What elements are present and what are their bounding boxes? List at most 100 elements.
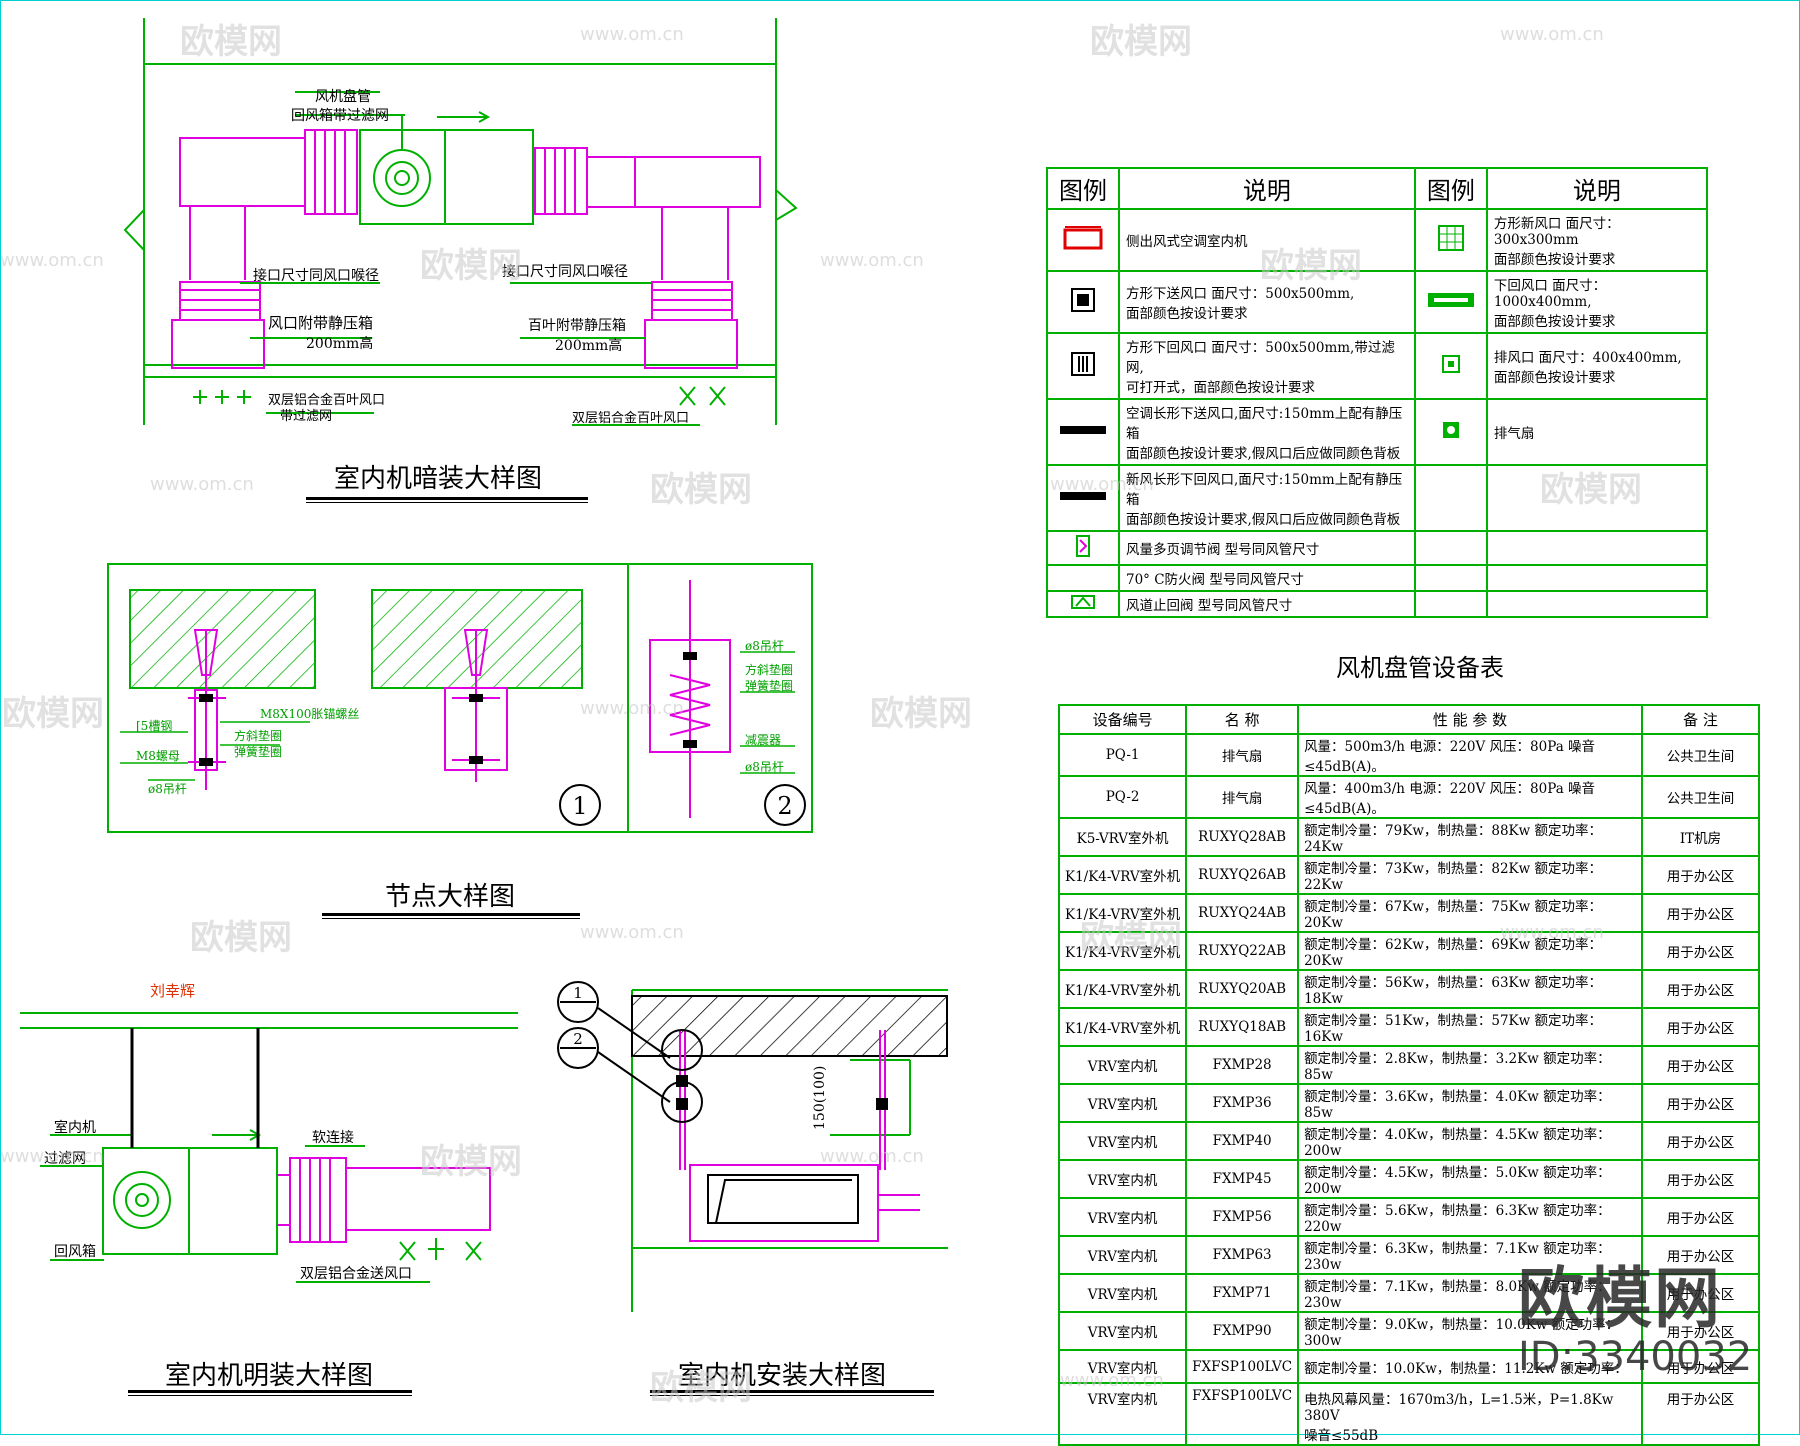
equipment-note: 用于办公区 — [1641, 1349, 1760, 1384]
equipment-params: 电热风幕风量：1670m3/h，L=1.5米，P=1.8Kw 380V 噪音≤5… — [1297, 1382, 1643, 1446]
install-ref-2: 2 — [573, 1030, 583, 1048]
label-fcu: 风机盘管 — [315, 88, 371, 105]
label-anchor: M8X100胀锚螺丝 — [260, 706, 359, 721]
node-number-2: 2 — [777, 792, 792, 820]
equipment-note: 用于办公区 — [1641, 1382, 1760, 1446]
exposed-install-drawing: 刘幸辉 室内机 过滤网 回风箱 软连接 双层铝合金送风口 — [20, 982, 518, 1283]
eq-header: 名 称 — [1185, 704, 1300, 735]
install-detail-drawing: 1 2 150(100) — [557, 981, 948, 1312]
legend-description: 排风口 面尺寸：400x400mm, 面部颜色按设计要求 — [1485, 332, 1709, 400]
legend-description: 新风长形下回风口,面尺寸:150mm上配有静压箱 面部颜色按设计要求,假风口后应… — [1118, 464, 1416, 532]
equipment-id: K5-VRV室外机 — [1057, 817, 1188, 857]
caption-underline — [128, 1390, 412, 1396]
equipment-note: 用于办公区 — [1641, 1235, 1760, 1275]
label-conn-right: 接口尺寸同风口喉径 — [502, 263, 628, 280]
label-washer2: 弹簧垫圈 — [234, 744, 282, 759]
return-grille-icon — [1413, 270, 1488, 334]
equipment-name: FXMP45 — [1185, 1159, 1300, 1199]
equipment-note: 用于办公区 — [1641, 1273, 1760, 1313]
label-conn-left: 接口尺寸同风口喉径 — [253, 267, 379, 284]
equipment-name: RUXYQ18AB — [1185, 1007, 1300, 1047]
equipment-name: RUXYQ28AB — [1185, 817, 1300, 857]
node-detail-drawing: [5槽钢 M8螺母 ø8吊杆 M8X100胀锚螺丝 方斜垫圈 弹簧垫圈 ø8吊杆… — [107, 563, 813, 833]
equipment-note: 公共卫生间 — [1641, 775, 1760, 819]
label-washer1: 方斜垫圈 — [234, 728, 282, 743]
legend-description — [1485, 564, 1709, 592]
legend-description: 风量多页调节阀 型号同风管尺寸 — [1118, 530, 1416, 566]
legend-description-text: 排气扇 — [1493, 426, 1535, 442]
equipment-params: 风量：500m3/h 电源：220V 风压：80Pa 噪音≤45dB(A)。 — [1297, 733, 1643, 777]
legend-description: 排气扇 — [1485, 398, 1709, 466]
label-return-box: 回风箱带过滤网 — [291, 108, 389, 124]
equipment-params: 额定制冷量：3.6Kw，制热量：4.0Kw 额定功率：85w — [1297, 1083, 1643, 1123]
legend-description: 方形新风口 面尺寸：300x300mm 面部颜色按设计要求 — [1485, 208, 1709, 272]
equipment-params: 额定制冷量：79Kw，制热量：88Kw 额定功率：24Kw — [1297, 817, 1643, 857]
equipment-note: 用于办公区 — [1641, 1083, 1760, 1123]
equipment-note: 用于办公区 — [1641, 1197, 1760, 1237]
legend-description: 空调长形下送风口,面尺寸:150mm上配有静压箱 面部颜色按设计要求,假风口后应… — [1118, 398, 1416, 466]
label-signature: 刘幸辉 — [150, 982, 195, 1000]
equipment-note: IT机房 — [1641, 817, 1760, 857]
model-id: ID:3340032 — [1518, 1334, 1753, 1380]
equipment-name: FXMP28 — [1185, 1045, 1300, 1085]
legend-row: 方形下回风口 面尺寸：500x500mm,带过滤网, 可打开式，面部颜色按设计要… — [1046, 332, 1709, 400]
exhaust-grille-icon — [1413, 332, 1488, 400]
equipment-name: 排气扇 — [1185, 733, 1300, 777]
equipment-params: 额定制冷量：6.3Kw，制热量：7.1Kw 额定功率：230w — [1297, 1235, 1643, 1275]
eq-header: 备 注 — [1641, 704, 1760, 735]
equipment-params: 额定制冷量：2.8Kw，制热量：3.2Kw 额定功率：85w — [1297, 1045, 1643, 1085]
label-supply-grille: 双层铝合金送风口 — [300, 1266, 412, 1282]
equipment-id: VRV室内机 — [1057, 1197, 1188, 1237]
legend-description-text: 方形下送风口 面尺寸：500x500mm, 面部颜色按设计要求 — [1126, 286, 1355, 322]
legend-symbol-empty — [1413, 564, 1488, 592]
legend-header: 图例 — [1413, 167, 1488, 210]
legend-description-text: 70° C防火阀 型号同风管尺寸 — [1126, 572, 1304, 588]
label-unit: 室内机 — [54, 1119, 96, 1136]
legend-description-text: 排风口 面尺寸：400x400mm, 面部颜色按设计要求 — [1493, 350, 1682, 386]
caption-underline — [650, 1390, 934, 1396]
equipment-params: 额定制冷量：51Kw，制热量：57Kw 额定功率：16Kw — [1297, 1007, 1643, 1047]
equipment-name: FXMP63 — [1185, 1235, 1300, 1275]
equipment-params: 额定制冷量：10.0Kw，制热量：11.2Kw 额定功率： — [1297, 1349, 1643, 1384]
equipment-note: 用于办公区 — [1641, 1045, 1760, 1085]
node-number-1: 1 — [572, 792, 587, 820]
caption-underline — [306, 497, 588, 503]
legend-description-text: 风道止回阀 型号同风管尺寸 — [1126, 598, 1293, 614]
legend-description: 侧出风式空调室内机 — [1118, 208, 1416, 272]
check-valve-icon — [1046, 590, 1120, 618]
square-return-icon — [1046, 332, 1120, 400]
legend-symbol-empty — [1413, 590, 1488, 618]
legend-description — [1485, 464, 1709, 532]
label-channel: [5槽钢 — [136, 719, 172, 733]
label-rod-top: ø8吊杆 — [745, 639, 784, 653]
equipment-name: RUXYQ22AB — [1185, 931, 1300, 971]
legend-symbol-empty — [1413, 530, 1488, 566]
legend-symbol-empty — [1046, 564, 1120, 592]
equipment-name: FXFSP100LVC — [1185, 1349, 1300, 1384]
legend-description: 方形下回风口 面尺寸：500x500mm,带过滤网, 可打开式，面部颜色按设计要… — [1118, 332, 1416, 400]
equipment-id: K1/K4-VRV室外机 — [1057, 1007, 1188, 1047]
equipment-name: RUXYQ24AB — [1185, 893, 1300, 933]
label-rod-left: ø8吊杆 — [148, 782, 187, 796]
equipment-name: FXMP36 — [1185, 1083, 1300, 1123]
label-washer3: 方斜垫圈 — [745, 662, 793, 677]
equipment-id: K1/K4-VRV室外机 — [1057, 855, 1188, 895]
legend-description-text: 侧出风式空调室内机 — [1126, 234, 1248, 250]
equipment-id: K1/K4-VRV室外机 — [1057, 931, 1188, 971]
label-grille-left-2: 带过滤网 — [280, 409, 332, 424]
legend-row: 空调长形下送风口,面尺寸:150mm上配有静压箱 面部颜色按设计要求,假风口后应… — [1046, 398, 1709, 466]
equipment-name: 排气扇 — [1185, 775, 1300, 819]
equipment-id: K1/K4-VRV室外机 — [1057, 969, 1188, 1009]
